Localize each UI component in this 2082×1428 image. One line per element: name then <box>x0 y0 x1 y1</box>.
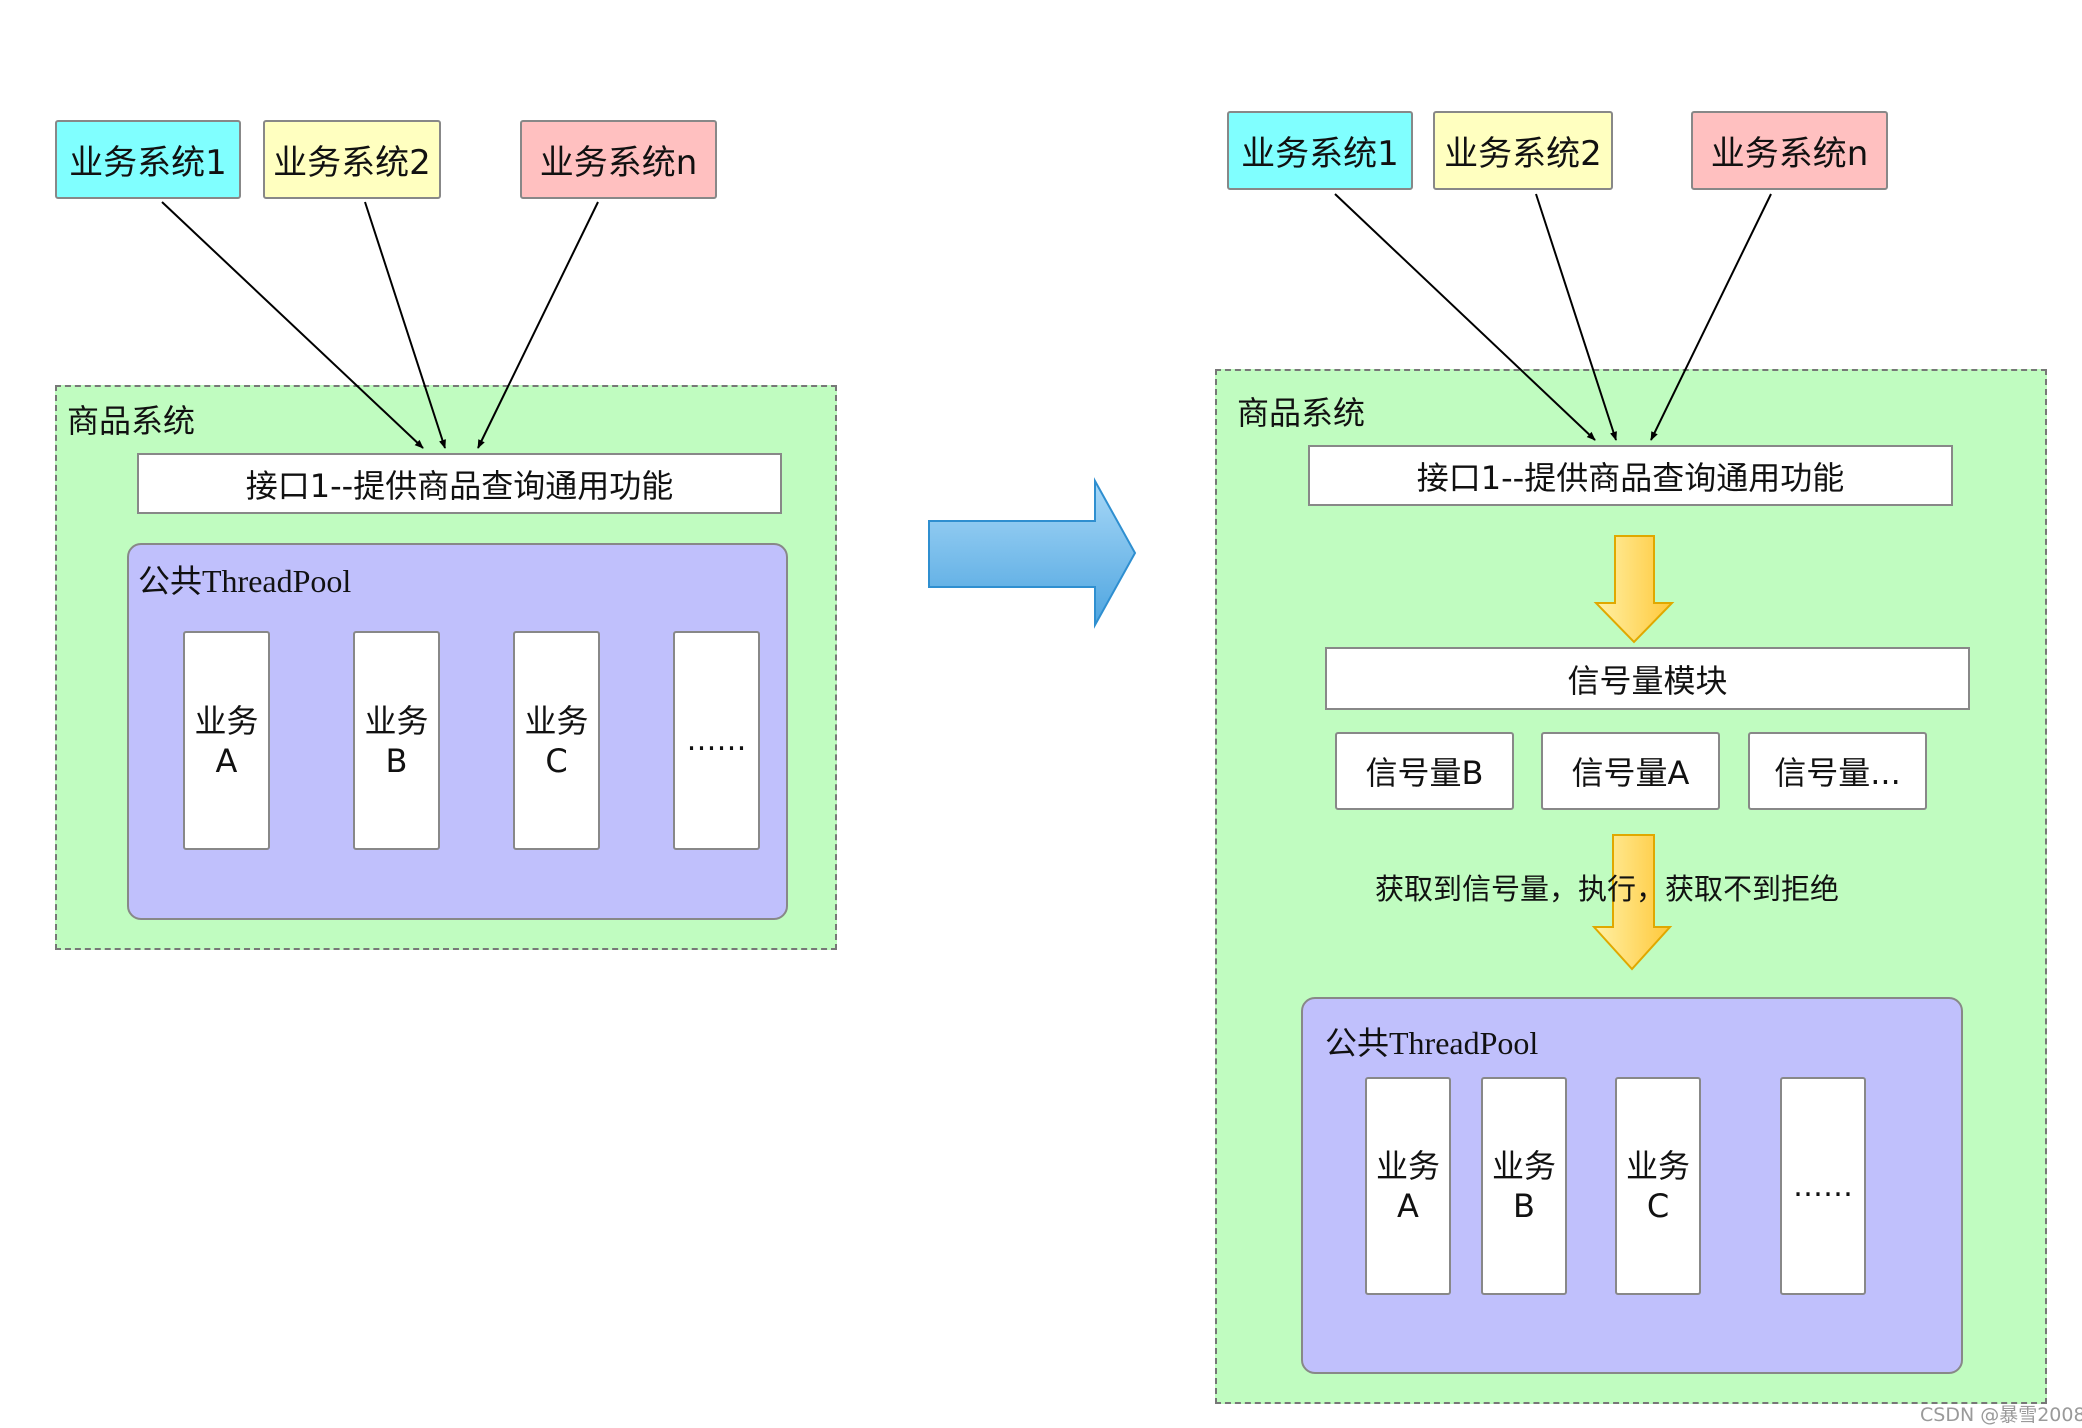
flow-arrow-to-pool <box>1591 834 1673 971</box>
connector-client-2-right <box>1535 193 1617 441</box>
connector-client-1 <box>161 201 424 449</box>
task-c-line2: C <box>545 741 568 780</box>
client-system-n-label: 业务系统n <box>539 143 698 183</box>
task-b-right-line1: 业务 <box>1491 1147 1556 1185</box>
semaphore-more: 信号量... <box>1748 732 1927 810</box>
task-a-right: 业务 A <box>1365 1077 1451 1295</box>
client-system-2-right-label: 业务系统2 <box>1444 134 1602 174</box>
task-a-line1: 业务 <box>194 701 259 740</box>
semaphore-a: 信号量A <box>1541 732 1720 810</box>
client-system-2-right: 业务系统2 <box>1433 111 1613 190</box>
task-b-line1: 业务 <box>364 701 429 740</box>
task-more-right-ellipsis: …… <box>1793 1168 1853 1204</box>
interface-box-right: 接口1--提供商品查询通用功能 <box>1308 445 1953 506</box>
goods-system-label: 商品系统 <box>67 402 196 440</box>
task-c-right: 业务 C <box>1615 1077 1701 1295</box>
semaphore-b: 信号量B <box>1335 732 1514 810</box>
connector-client-1-right <box>1334 193 1596 441</box>
task-c-right-line2: C <box>1646 1187 1670 1225</box>
task-more-right: …… <box>1780 1077 1866 1295</box>
interface-box: 接口1--提供商品查询通用功能 <box>137 453 782 514</box>
connector-client-n <box>477 201 599 449</box>
semaphore-b-label: 信号量B <box>1365 754 1484 792</box>
task-a-right-line1: 业务 <box>1375 1147 1440 1185</box>
semaphore-module: 信号量模块 <box>1325 647 1970 710</box>
client-system-1: 业务系统1 <box>55 120 241 199</box>
semaphore-module-label: 信号量模块 <box>1567 661 1728 700</box>
connector-client-2 <box>364 201 446 449</box>
thread-pool-label: 公共ThreadPool <box>138 563 352 599</box>
client-system-1-right: 业务系统1 <box>1227 111 1413 190</box>
flow-arrow-to-semaphore <box>1593 535 1675 644</box>
semaphore-a-label: 信号量A <box>1571 754 1690 792</box>
transition-arrow <box>928 477 1137 629</box>
client-system-n-right: 业务系统n <box>1691 111 1888 190</box>
task-a-line2: A <box>215 741 238 780</box>
task-a-right-line2: A <box>1397 1187 1419 1225</box>
client-system-1-right-label: 业务系统1 <box>1241 134 1399 174</box>
client-system-n: 业务系统n <box>520 120 717 199</box>
semaphore-more-label: 信号量... <box>1774 754 1901 792</box>
connector-client-n-right <box>1650 193 1772 441</box>
task-a: 业务 A <box>183 631 270 850</box>
task-b-line2: B <box>385 741 408 780</box>
goods-system-label-right: 商品系统 <box>1237 394 1366 432</box>
task-more-ellipsis: …… <box>686 723 747 758</box>
task-b-right: 业务 B <box>1481 1077 1567 1295</box>
task-c: 业务 C <box>513 631 600 850</box>
task-b: 业务 B <box>353 631 440 850</box>
client-system-2-label: 业务系统2 <box>273 143 431 183</box>
client-system-n-right-label: 业务系统n <box>1710 134 1869 174</box>
thread-pool-label-right: 公共ThreadPool <box>1325 1025 1539 1061</box>
client-system-2: 业务系统2 <box>263 120 441 199</box>
task-c-right-line1: 业务 <box>1625 1147 1690 1185</box>
task-c-line1: 业务 <box>524 701 589 740</box>
interface-label: 接口1--提供商品查询通用功能 <box>245 466 674 505</box>
client-system-1-label: 业务系统1 <box>69 143 227 183</box>
interface-label-right: 接口1--提供商品查询通用功能 <box>1416 458 1845 497</box>
watermark: CSDN @暴雪2008 <box>1920 1404 2082 1426</box>
task-b-right-line2: B <box>1513 1187 1535 1225</box>
semaphore-rule-note: 获取到信号量，执行，获取不到拒绝 <box>1375 872 1840 906</box>
task-more: …… <box>673 631 760 850</box>
